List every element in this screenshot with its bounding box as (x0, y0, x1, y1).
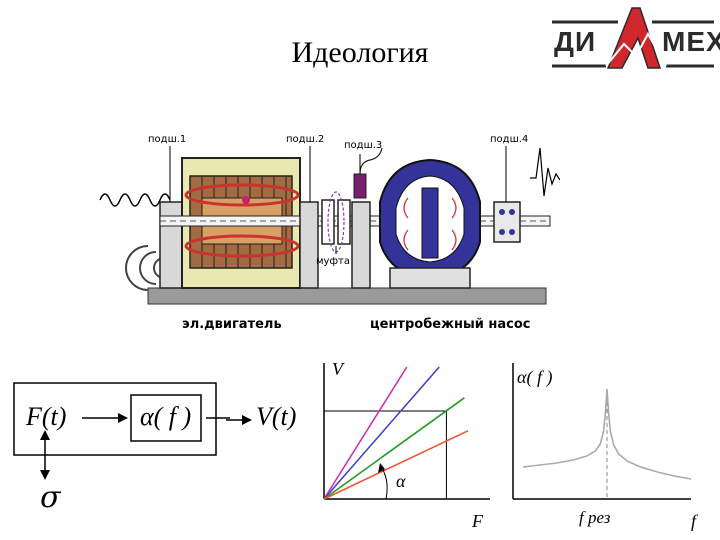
bearing-4-ball-4 (509, 229, 515, 235)
bearing-4-housing (493, 201, 521, 243)
sensor-cable (359, 147, 383, 175)
transfer-function-label: α( f ) (140, 402, 192, 431)
logo-graphic (552, 7, 714, 69)
parameter-arrow-head-up (40, 430, 50, 440)
input-wave (99, 193, 171, 207)
chart1-angle-label: α (396, 471, 406, 491)
pump-support (389, 267, 471, 289)
rotor-loop-top (184, 183, 300, 207)
rotor-mark (242, 196, 250, 204)
logo-a-pulse (605, 31, 667, 67)
pump-impeller (421, 187, 439, 259)
noise-arc-2 (139, 251, 157, 285)
motor-label: эл.двигатель (182, 317, 282, 332)
transfer-block (130, 394, 202, 442)
chart1-x-label: F (471, 511, 484, 531)
output-arrow-tip (226, 415, 252, 425)
chart2-response-curve (522, 388, 692, 480)
outer-block (13, 382, 217, 456)
chart2-series-group (522, 388, 692, 499)
vibration-sensor (353, 173, 367, 199)
block-diagram-frame (13, 382, 230, 480)
noise-arc-3 (125, 245, 149, 291)
chart1-angle-arrowhead (378, 463, 385, 473)
machine-base (147, 287, 547, 305)
pump-label: центробежный насос (370, 317, 531, 332)
slide-title: Идеология (291, 36, 429, 69)
chart1-series-line-1 (323, 366, 408, 500)
coupling-label: муфта (316, 256, 350, 267)
parameter-arrow-head-down (40, 470, 50, 480)
pump-flow-arrows (403, 197, 457, 251)
bearing-4-label: подш.4 (490, 134, 528, 145)
logo-a-mark (606, 7, 662, 69)
label-leaders (169, 146, 507, 254)
parameter-sigma-label: σ (40, 480, 61, 515)
bearing-1-label: подш.1 (148, 134, 186, 145)
bearing-4-ball-3 (499, 229, 505, 235)
input-force-label: F(t) (26, 402, 67, 431)
chart2-y-label: α( f ) (517, 367, 552, 388)
coupling-half-left (321, 199, 335, 245)
resonance-chart: α( f ) f f рез (512, 363, 699, 531)
arrow-input-head (118, 413, 128, 423)
chart1-series-group (323, 366, 469, 500)
chart2-x-label: f (691, 511, 699, 531)
chart1-series-line-4 (323, 430, 469, 500)
bearing-2-pedestal (299, 201, 319, 289)
bearing-3-label: подш.3 (344, 140, 382, 151)
bearing-4-ball-1 (499, 209, 505, 215)
chart2-resonance-label: f рез (579, 508, 611, 527)
diamex-logo: ДИ МЕХ (548, 4, 720, 76)
bearing-1-pedestal (159, 201, 183, 289)
machine-illustration: подш.1 подш.2 подш.3 подш.4 муфта эл.дви… (99, 134, 560, 332)
chart1-y-label: V (332, 359, 345, 379)
bearing-3-pedestal (351, 201, 371, 289)
logo-text-left: ДИ (554, 26, 597, 57)
bearing-4-ball-2 (509, 209, 515, 215)
bearing-2-label: подш.2 (286, 134, 324, 145)
linear-response-chart: V F α (323, 359, 490, 531)
logo-text-right: МЕХ (662, 26, 720, 57)
output-velocity-label: V(t) (256, 402, 297, 431)
output-vibration-signal (530, 147, 560, 197)
chart1-series-line-3 (323, 397, 465, 500)
chart1-series-line-2 (323, 366, 440, 500)
rotor-loop-bottom (184, 234, 300, 258)
